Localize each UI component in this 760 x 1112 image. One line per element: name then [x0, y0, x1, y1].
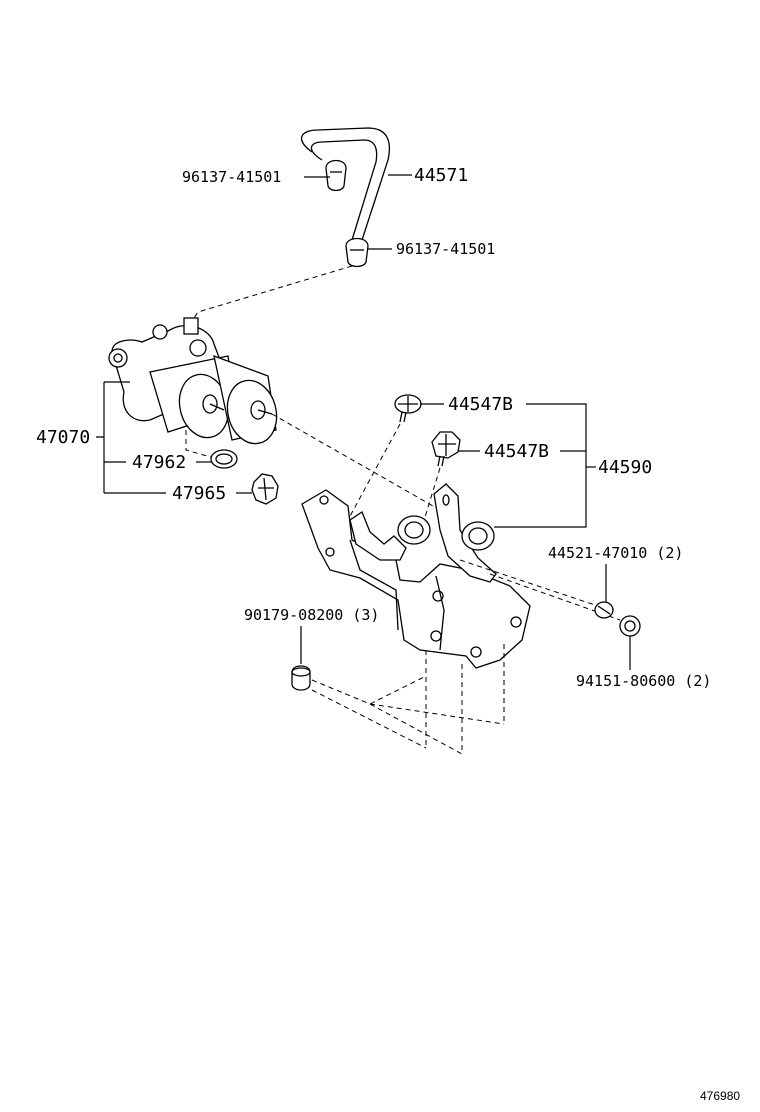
vacuum-pump-assy[interactable] — [108, 317, 283, 449]
nut-right[interactable] — [619, 615, 641, 637]
label-hose: 44571 — [414, 165, 468, 186]
clamp-top[interactable] — [325, 159, 347, 192]
label-nut-right: 94151-80600 (2) — [576, 672, 711, 690]
vacuum-hose[interactable] — [301, 127, 391, 241]
label-grommet: 47965 — [172, 483, 226, 504]
label-bracket-assy: 44590 — [598, 457, 652, 478]
grommet[interactable] — [251, 473, 279, 505]
dashed-bolt-lower — [417, 467, 441, 541]
label-bolt-upper: 44547B — [448, 394, 513, 415]
label-clamp-bottom: 96137-41501 — [396, 240, 495, 258]
diagram-id: 476980 — [700, 1089, 740, 1103]
bracket-assy[interactable] — [301, 483, 531, 669]
dashed-hose-to-pump — [189, 265, 353, 325]
dashed-nut-left-fan — [311, 675, 505, 755]
label-nut-left: 90179-08200 (3) — [244, 606, 379, 624]
dashed-pump-to-bracket — [271, 413, 441, 511]
label-bolt-lower: 44547B — [484, 441, 549, 462]
label-clamp-top: 96137-41501 — [182, 168, 281, 186]
dashed-bracket-to-nut-right — [489, 573, 621, 621]
o-ring[interactable] — [210, 449, 238, 469]
leader-lines — [96, 174, 631, 670]
label-pump-assy: 47070 — [36, 427, 90, 448]
label-bolt-sub: 44521-47010 (2) — [548, 544, 683, 562]
dashed-bracket-to-bolt-sub — [459, 559, 599, 607]
bolt-upper[interactable] — [394, 394, 422, 423]
clamp-bottom[interactable] — [345, 237, 369, 268]
dashed-bolt-upper — [347, 423, 401, 521]
label-ring: 47962 — [132, 452, 186, 473]
dashed-pump-to-ring — [185, 430, 215, 459]
nut-left[interactable] — [291, 665, 311, 691]
bolt-lower[interactable] — [431, 431, 461, 467]
bolt-sub[interactable] — [594, 601, 614, 619]
